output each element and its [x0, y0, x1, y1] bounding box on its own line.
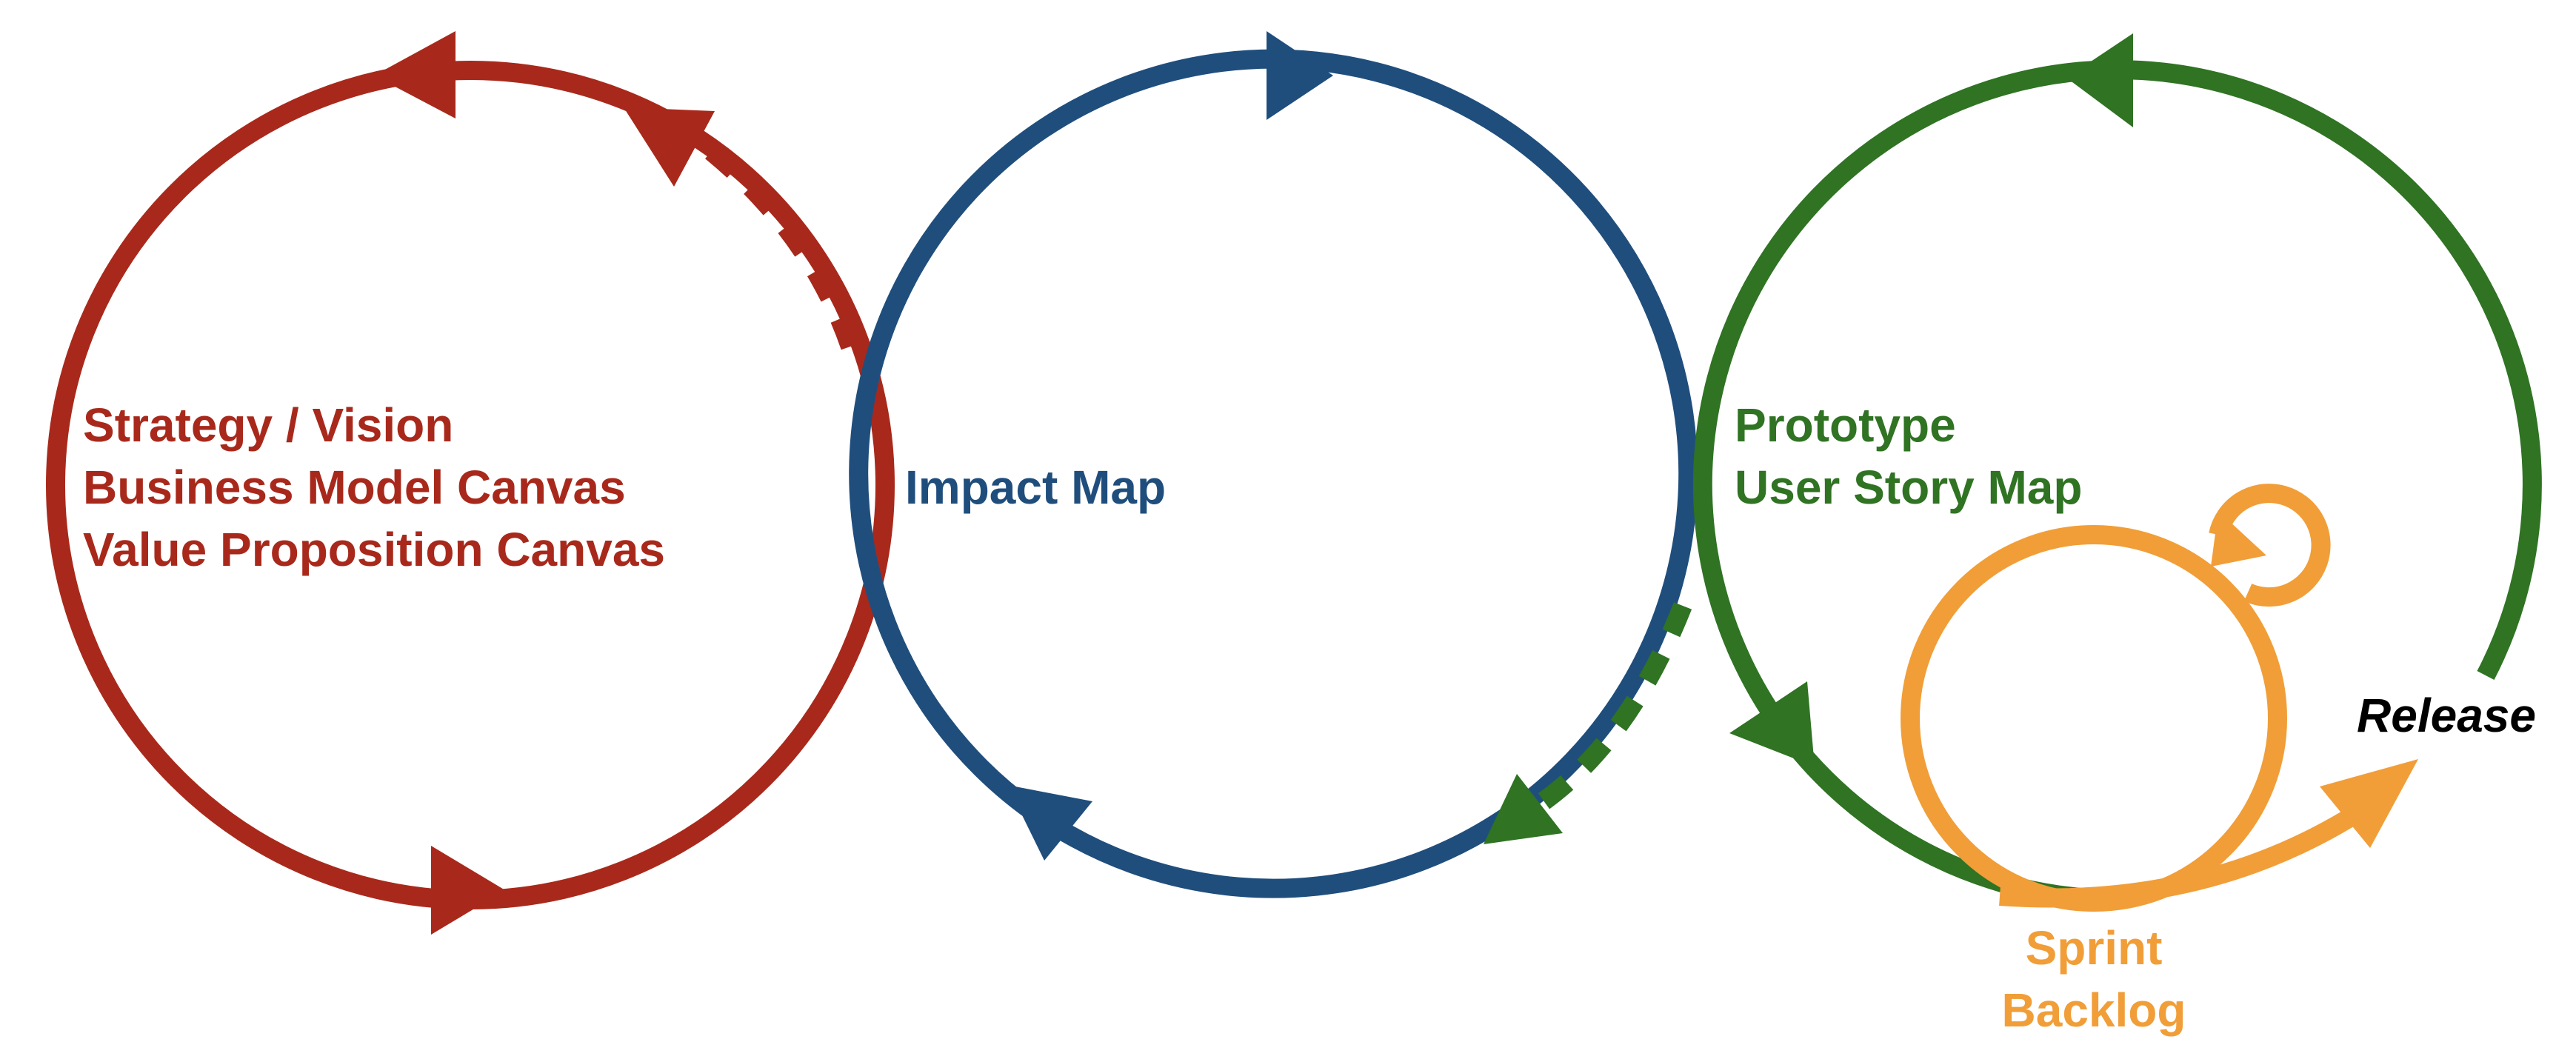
sprint-daily-loop — [2209, 484, 2331, 607]
dashed-connector-red-arrowhead-icon — [624, 107, 715, 187]
delivery-label-line-2: User Story Map — [1735, 461, 2082, 514]
strategy-top-arrowhead-icon — [374, 31, 456, 118]
sprint-label-line-1: Sprint — [2026, 921, 2163, 975]
dashed-arrow-icon-green — [1535, 602, 1692, 812]
strategy-bottom-arrowhead-icon — [431, 846, 505, 935]
impact-cycle-ring — [849, 49, 1698, 898]
impact-top-arrowhead-icon — [1267, 31, 1333, 120]
strategy-label-line-1: Strategy / Vision — [83, 398, 453, 452]
delivery-top-arrowhead-icon — [2066, 33, 2133, 127]
strategy-label-line-2: Business Model Canvas — [83, 461, 626, 514]
delivery-cycle: Prototype User Story Map — [1692, 33, 2542, 907]
delivery-label-line-1: Prototype — [1735, 398, 1956, 452]
sprint-label-line-2: Backlog — [2002, 983, 2186, 1037]
strategy-cycle: Strategy / Vision Business Model Canvas … — [46, 31, 895, 935]
impact-cycle: Impact Map — [849, 31, 1698, 898]
sprint-cycle-ring — [1901, 525, 2287, 912]
dashed-connector-green-arrowhead-icon — [1484, 774, 1563, 844]
impact-bottom-left-arrowhead-icon — [1007, 785, 1092, 861]
sprint-release-arrow — [1999, 799, 2372, 908]
dashed-connector-red-blue — [624, 107, 860, 350]
delivery-left-arrowhead-icon — [1729, 681, 1815, 767]
dashed-connector-green-blue — [1484, 602, 1692, 844]
sprint-release-arrowhead-icon — [2320, 759, 2418, 848]
sprint-cycle: Sprint Backlog — [1901, 484, 2418, 1037]
impact-label-line-1: Impact Map — [905, 461, 1166, 514]
sprint-daily-loop-arrowhead-icon — [2211, 511, 2266, 567]
dashed-arrow-icon-red — [684, 127, 860, 350]
strategy-label-line-3: Value Proposition Canvas — [83, 523, 665, 576]
release-label: Release — [2357, 689, 2536, 742]
